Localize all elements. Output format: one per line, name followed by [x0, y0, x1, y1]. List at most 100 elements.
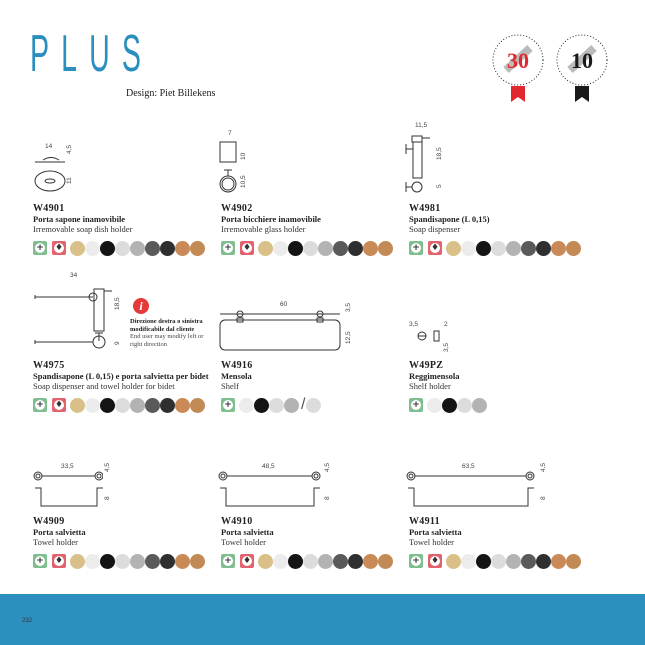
plus-icon: + [409, 554, 423, 568]
finish-swatch-dark[interactable] [348, 240, 363, 256]
finish-swatch-graphite[interactable] [145, 240, 160, 256]
dimension-label: 63,5 [462, 463, 475, 470]
product-card[interactable]: W4911 Porta salvietta Towel holder +♦ [409, 516, 599, 569]
finish-swatch-bronze[interactable] [378, 553, 393, 569]
finish-swatch-bronze[interactable] [566, 240, 581, 256]
dimension-label: 4,5 [324, 462, 331, 472]
finish-swatch-dark[interactable] [536, 553, 551, 569]
finish-swatch-graphite[interactable] [521, 553, 536, 569]
finish-swatch-gold[interactable] [70, 240, 85, 256]
finish-swatch-light[interactable] [306, 397, 322, 413]
finish-swatch-bronze[interactable] [378, 240, 393, 256]
finish-swatch-black[interactable] [254, 397, 269, 413]
finish-swatch-bronze[interactable] [190, 553, 205, 569]
finish-swatch-copper[interactable] [363, 553, 378, 569]
finish-swatch-graphite[interactable] [145, 553, 160, 569]
finish-swatch-dark[interactable] [160, 240, 175, 256]
warranty-30-badge: 30 [492, 34, 544, 102]
finish-swatch-light[interactable] [491, 240, 506, 256]
finish-swatch-white[interactable] [461, 240, 476, 256]
finish-swatches: +♦ [33, 240, 223, 256]
product-card[interactable]: W4902 Porta bicchiere inamovibile Irremo… [221, 203, 411, 256]
w4916-drawing [219, 310, 341, 351]
gem-icon: ♦ [52, 241, 66, 255]
finish-swatch-black[interactable] [476, 240, 491, 256]
product-card[interactable]: W4981 Spandisapone (L 0,15) Soap dispens… [409, 203, 599, 256]
info-note-it: Direzione destra o sinistra modificabile… [130, 318, 203, 333]
finish-swatch-silver[interactable] [284, 397, 299, 413]
product-card[interactable]: W4909 Porta salvietta Towel holder +♦ [33, 516, 223, 569]
finish-swatch-copper[interactable] [363, 240, 378, 256]
finish-swatch-copper[interactable] [175, 553, 190, 569]
finish-swatch-white[interactable] [85, 240, 100, 256]
finish-swatch-graphite[interactable] [145, 397, 160, 413]
dimension-label: 34 [70, 272, 78, 279]
finish-swatch-graphite[interactable] [521, 240, 536, 256]
finish-swatch-light[interactable] [303, 553, 318, 569]
product-name-it: Mensola [221, 371, 252, 381]
finish-swatch-bronze[interactable] [566, 553, 581, 569]
dimension-label: 33,5 [61, 463, 74, 470]
finish-swatch-black[interactable] [288, 240, 303, 256]
product-card[interactable]: W49PZ Reggimensola Shelf holder + [409, 360, 599, 413]
finish-swatch-white[interactable] [85, 397, 100, 413]
finish-swatch-gold[interactable] [70, 397, 85, 413]
finish-swatch-silver[interactable] [472, 397, 487, 413]
finish-swatch-graphite[interactable] [333, 553, 348, 569]
finish-swatch-bronze[interactable] [190, 397, 205, 413]
finish-swatch-black[interactable] [100, 240, 115, 256]
finish-swatch-gold[interactable] [258, 240, 273, 256]
finish-swatch-black[interactable] [288, 553, 303, 569]
product-card[interactable]: W4916 Mensola Shelf +/ [221, 360, 411, 413]
dimension-label: 8 [324, 496, 331, 500]
finish-swatch-silver[interactable] [130, 397, 145, 413]
finish-swatch-gold[interactable] [446, 240, 461, 256]
finish-swatch-silver[interactable] [318, 553, 333, 569]
finish-swatch-light[interactable] [491, 553, 506, 569]
finish-swatch-black[interactable] [442, 397, 457, 413]
product-card[interactable]: W4901 Porta sapone inamovibile Irremovab… [33, 203, 223, 256]
finish-swatch-silver[interactable] [506, 240, 521, 256]
finish-swatch-light[interactable] [115, 553, 130, 569]
finish-swatch-light[interactable] [115, 397, 130, 413]
finish-swatch-copper[interactable] [551, 553, 566, 569]
finish-swatch-white[interactable] [273, 240, 288, 256]
finish-swatch-gold[interactable] [258, 553, 273, 569]
finish-swatch-copper[interactable] [175, 397, 190, 413]
finish-swatches: +♦ [33, 397, 233, 413]
finish-swatches: +♦ [221, 553, 411, 569]
finish-swatch-light[interactable] [269, 397, 284, 413]
finish-swatch-white[interactable] [85, 553, 100, 569]
finish-swatch-dark[interactable] [536, 240, 551, 256]
product-name-en: Towel holder [33, 537, 78, 547]
finish-swatch-white[interactable] [273, 553, 288, 569]
finish-swatch-silver[interactable] [506, 553, 521, 569]
finish-swatch-white[interactable] [427, 397, 442, 413]
product-name-it: Porta salvietta [221, 527, 274, 537]
finish-swatch-silver[interactable] [130, 553, 145, 569]
finish-swatch-graphite[interactable] [333, 240, 348, 256]
finish-swatch-dark[interactable] [160, 397, 175, 413]
finish-swatch-copper[interactable] [175, 240, 190, 256]
product-code: W4910 [221, 516, 253, 527]
finish-swatch-copper[interactable] [551, 240, 566, 256]
finish-swatch-bronze[interactable] [190, 240, 205, 256]
finish-swatch-white[interactable] [461, 553, 476, 569]
finish-swatch-black[interactable] [476, 553, 491, 569]
slash-separator[interactable]: / [301, 396, 306, 413]
finish-swatch-black[interactable] [100, 397, 115, 413]
finish-swatch-light[interactable] [115, 240, 130, 256]
finish-swatch-dark[interactable] [160, 553, 175, 569]
finish-swatch-silver[interactable] [130, 240, 145, 256]
finish-swatch-dark[interactable] [348, 553, 363, 569]
info-note-en: End user may modify left or right direct… [130, 333, 204, 348]
finish-swatch-light[interactable] [457, 397, 472, 413]
product-card[interactable]: W4910 Porta salvietta Towel holder +♦ [221, 516, 411, 569]
finish-swatch-gold[interactable] [446, 553, 461, 569]
product-card[interactable]: W4975 Spandisapone (L 0,15) e porta salv… [33, 360, 233, 413]
finish-swatch-black[interactable] [100, 553, 115, 569]
finish-swatch-white[interactable] [239, 397, 254, 413]
finish-swatch-light[interactable] [303, 240, 318, 256]
finish-swatch-silver[interactable] [318, 240, 333, 256]
finish-swatch-gold[interactable] [70, 553, 85, 569]
